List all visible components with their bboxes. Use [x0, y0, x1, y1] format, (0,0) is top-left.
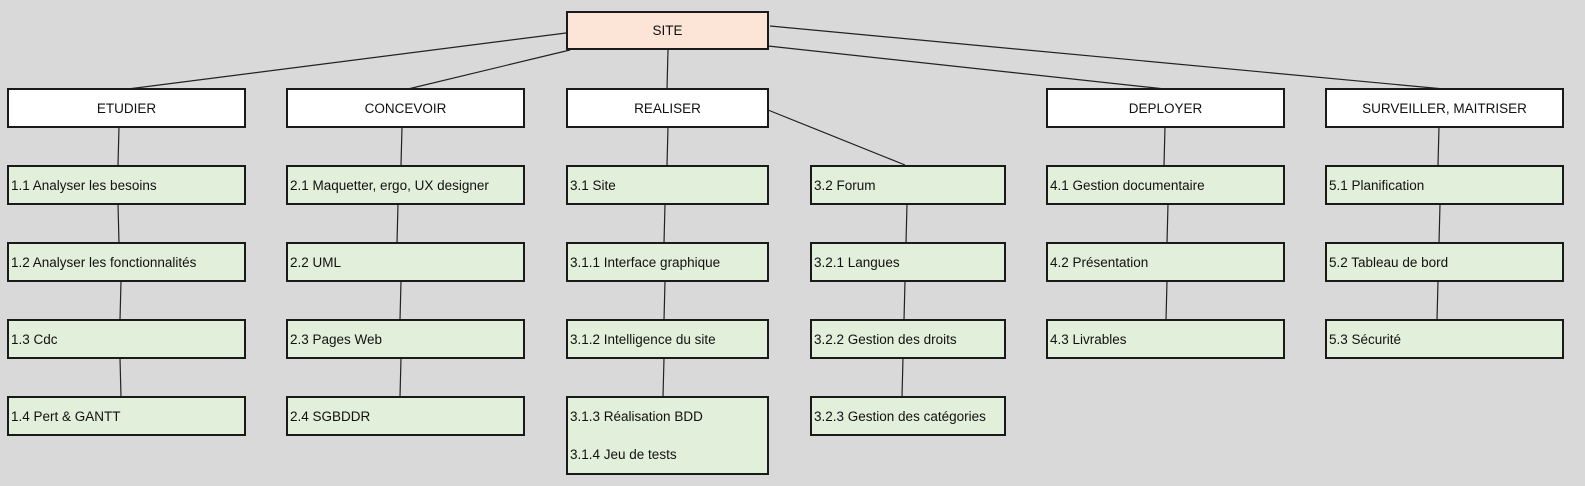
task-label: 3.2.3 Gestion des catégories — [814, 408, 986, 424]
phase-label: DEPLOYER — [1128, 100, 1203, 116]
task-node: 3.2.3 Gestion des catégories — [810, 396, 1006, 436]
task-node: 3.2.2 Gestion des droits — [810, 319, 1006, 359]
task-label: 4.3 Livrables — [1050, 331, 1127, 347]
task-label: 3.1.2 Intelligence du site — [570, 331, 716, 347]
task-node: 4.3 Livrables — [1046, 319, 1285, 359]
task-label: 1.1 Analyser les besoins — [11, 177, 157, 193]
task-node: 5.3 Sécurité — [1325, 319, 1564, 359]
task-label: 5.2 Tableau de bord — [1329, 254, 1449, 270]
phase-concevoir: CONCEVOIR — [286, 88, 525, 128]
task-node: 5.2 Tableau de bord — [1325, 242, 1564, 282]
task-node-double: 3.1.3 Réalisation BDD 3.1.4 Jeu de tests — [566, 396, 769, 475]
task-label: 3.2.1 Langues — [814, 254, 900, 270]
task-label: 1.3 Cdc — [11, 331, 58, 347]
task-label: 3.1.1 Interface graphique — [570, 254, 721, 270]
root-label: SITE — [652, 23, 683, 38]
task-label: 4.2 Présentation — [1050, 254, 1149, 270]
task-node: 2.4 SGBDDR — [286, 396, 525, 436]
task-node: 1.2 Analyser les fonctionnalités — [7, 242, 246, 282]
task-node: 3.2.1 Langues — [810, 242, 1006, 282]
task-label: 3.1.4 Jeu de tests — [570, 446, 677, 462]
task-node: 3.2 Forum — [810, 165, 1006, 205]
task-label: 3.1 Site — [570, 177, 616, 193]
task-label: 3.2 Forum — [814, 177, 876, 193]
task-label: 5.1 Planification — [1329, 177, 1425, 193]
task-node: 2.3 Pages Web — [286, 319, 525, 359]
task-label: 3.2.2 Gestion des droits — [814, 331, 957, 347]
task-label: 2.1 Maquetter, ergo, UX designer — [290, 177, 489, 193]
root-node: SITE — [566, 11, 769, 50]
task-node: 2.1 Maquetter, ergo, UX designer — [286, 165, 525, 205]
task-node: 2.2 UML — [286, 242, 525, 282]
phase-etudier: ETUDIER — [7, 88, 246, 128]
task-node: 1.1 Analyser les besoins — [7, 165, 246, 205]
phase-label: CONCEVOIR — [364, 100, 447, 116]
task-node: 1.4 Pert & GANTT — [7, 396, 246, 436]
task-label: 5.3 Sécurité — [1329, 331, 1402, 347]
task-label: 2.2 UML — [290, 254, 342, 270]
task-node: 5.1 Planification — [1325, 165, 1564, 205]
task-label: 1.4 Pert & GANTT — [11, 408, 121, 424]
task-node: 4.1 Gestion documentaire — [1046, 165, 1285, 205]
task-label: 2.3 Pages Web — [290, 331, 383, 347]
task-node: 3.1.1 Interface graphique — [566, 242, 769, 282]
task-node: 3.1 Site — [566, 165, 769, 205]
task-label: 4.1 Gestion documentaire — [1050, 177, 1205, 193]
task-label: 3.1.3 Réalisation BDD — [570, 409, 703, 425]
task-node: 3.1.2 Intelligence du site — [566, 319, 769, 359]
task-label: 1.2 Analyser les fonctionnalités — [11, 254, 197, 270]
phase-label: SURVEILLER, MAITRISER — [1362, 100, 1527, 116]
phase-realiser: REALISER — [566, 88, 769, 128]
phase-label: REALISER — [634, 100, 701, 116]
phase-label: ETUDIER — [96, 100, 157, 116]
task-node: 1.3 Cdc — [7, 319, 246, 359]
task-label: 2.4 SGBDDR — [290, 408, 371, 424]
phase-surveiller-maitriser: SURVEILLER, MAITRISER — [1325, 88, 1564, 128]
phase-deployer: DEPLOYER — [1046, 88, 1285, 128]
task-node: 4.2 Présentation — [1046, 242, 1285, 282]
